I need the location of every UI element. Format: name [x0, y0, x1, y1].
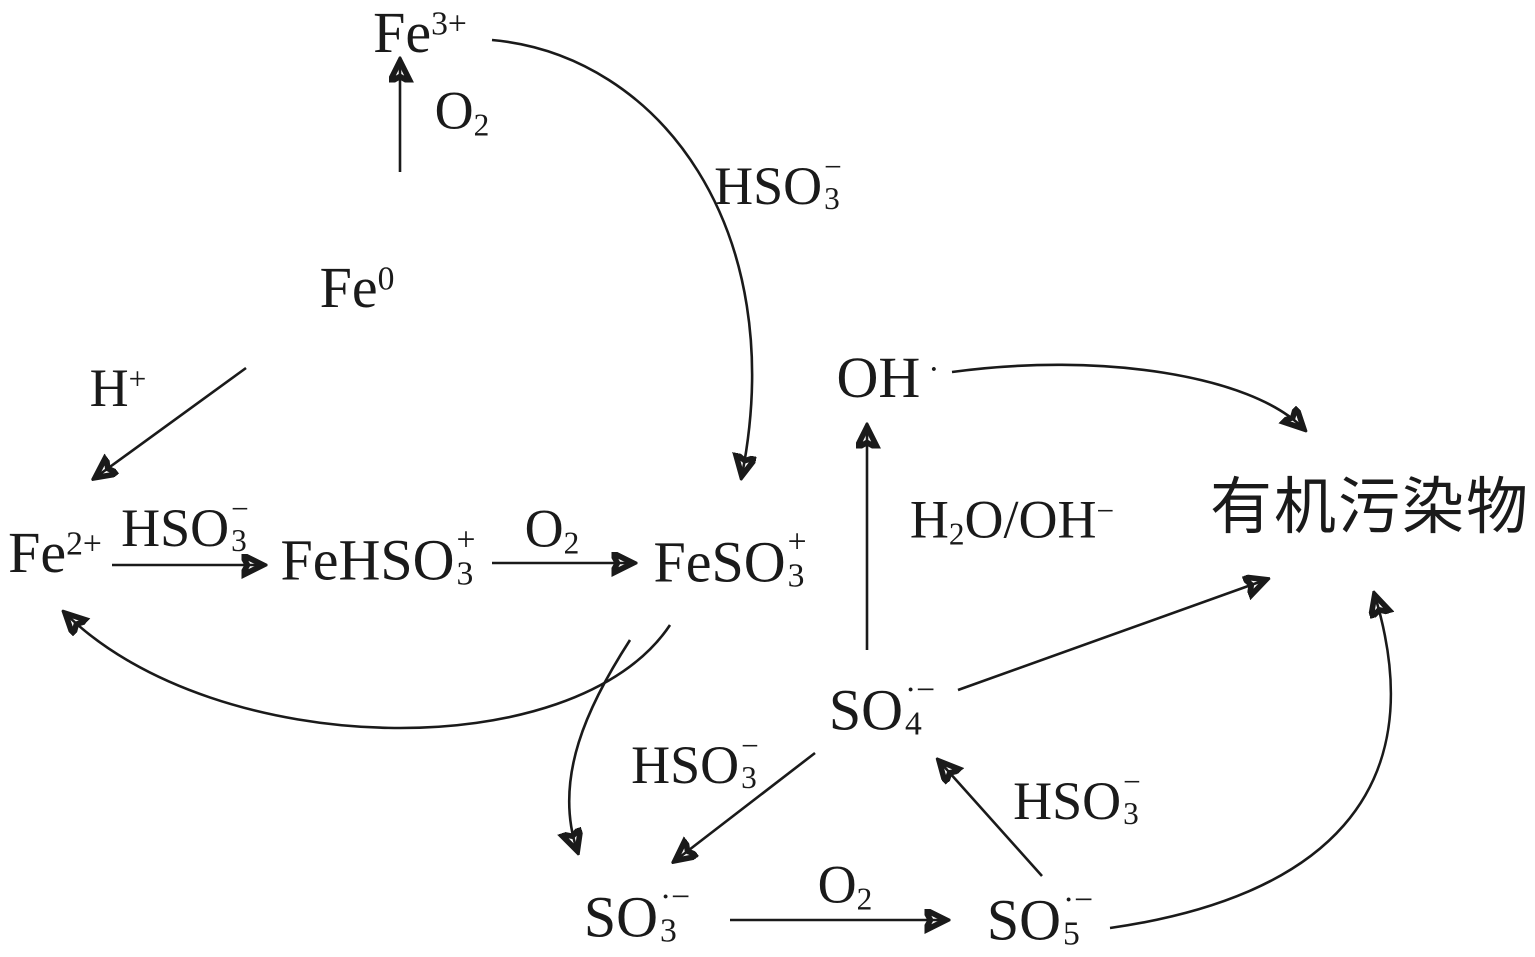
label-o2-mid: O2	[525, 501, 580, 558]
formula-substack: ·−4	[904, 671, 936, 743]
formula-base: OH	[836, 345, 921, 410]
formula-base: O	[817, 854, 857, 915]
formula-substack: −3	[1123, 766, 1141, 830]
formula-sup: +	[787, 523, 807, 561]
formula-sub: 2	[948, 516, 965, 552]
formula-sup: −	[1123, 764, 1141, 800]
formula-sup: 2+	[66, 525, 102, 563]
node-organic-pollutants: 有机污染物	[1210, 477, 1530, 539]
node-feso3plus: FeSO+3	[653, 523, 807, 595]
node-fe2plus: Fe2+	[8, 524, 102, 582]
formula-sup: ·−	[1062, 881, 1094, 919]
arrow-so5-to-pollutant	[1109, 596, 1391, 930]
formula-substack: −3	[231, 493, 249, 557]
formula-base: O/OH	[964, 489, 1097, 550]
formula-sub: 4	[904, 706, 922, 743]
formula-sup: ·−	[659, 878, 691, 916]
formula-base: HSO	[1013, 771, 1122, 832]
label-hso3-top: HSO−3	[714, 151, 842, 215]
formula-base: Fe	[373, 0, 432, 65]
arrow-fe0-to-fe2	[96, 366, 247, 477]
formula-sub: 3	[787, 558, 805, 595]
formula-base: 有机污染物	[1209, 474, 1531, 542]
formula-sup: −	[824, 149, 842, 185]
node-so5-radical: SO·−5	[986, 881, 1094, 953]
formula-sup: −	[1096, 493, 1115, 529]
formula-sup: 3+	[431, 5, 467, 43]
formula-substack: +3	[787, 523, 807, 595]
arrow-oh-to-pollutant	[951, 363, 1303, 428]
formula-sub: 3	[1123, 796, 1139, 831]
formula-base: H	[909, 489, 949, 550]
arrow-feso3-to-so3	[569, 639, 632, 850]
label-o2-bottom: O2	[818, 857, 873, 914]
arrow-feso3-to-fe2	[66, 614, 672, 730]
formula-base: HSO	[121, 498, 230, 559]
formula-base: HSO	[714, 156, 823, 217]
formula-sub: 3	[456, 556, 474, 593]
formula-base: FeHSO	[280, 527, 455, 593]
node-fehso3plus: FeHSO+3	[280, 521, 476, 593]
label-hso3-right: HSO−3	[1013, 766, 1141, 830]
node-so4-radical: SO·−4	[828, 671, 936, 743]
formula-base: O	[524, 498, 564, 559]
formula-sup: −	[741, 728, 759, 764]
formula-base: O	[434, 80, 474, 141]
formula-sub: 3	[659, 913, 677, 950]
formula-base: FeSO	[653, 529, 786, 595]
formula-sub: 3	[824, 181, 840, 216]
formula-sup: −	[231, 491, 249, 527]
node-so3-radical: SO·−3	[583, 878, 691, 950]
formula-base: H	[89, 358, 129, 418]
node-fe0: Fe0	[320, 259, 395, 317]
formula-sub: 3	[741, 760, 757, 795]
arrow-so4-to-so3	[676, 751, 816, 860]
formula-base: HSO	[631, 735, 740, 796]
node-fe3plus: Fe3+	[373, 4, 467, 62]
formula-sup: +	[456, 521, 476, 559]
label-o2-top: O2	[435, 83, 490, 140]
formula-base: SO	[583, 884, 658, 950]
formula-substack: +3	[456, 521, 476, 593]
arrow-so5-to-so4	[940, 762, 1043, 877]
label-hso3-center: HSO−3	[631, 730, 759, 794]
formula-sup: +	[128, 361, 147, 397]
formula-substack: −3	[824, 151, 842, 215]
formula-sub: 2	[473, 107, 490, 143]
formula-sup: ·	[928, 350, 940, 388]
formula-base: Fe	[319, 255, 378, 320]
formula-substack: ·−5	[1062, 881, 1094, 953]
formula-sup: ·−	[904, 671, 936, 709]
formula-substack: ·−3	[659, 878, 691, 950]
formula-base: SO	[986, 887, 1061, 953]
label-h2o-oh: H2O/OH−	[910, 492, 1114, 549]
formula-sub: 3	[231, 523, 247, 558]
formula-substack: −3	[741, 730, 759, 794]
arrow-fe3-to-feso3	[491, 38, 752, 475]
formula-sub: 2	[856, 881, 873, 917]
formula-base: Fe	[8, 520, 67, 585]
label-hso3-left: HSO−3	[121, 493, 249, 557]
node-oh-radical: OH·	[837, 349, 940, 407]
formula-sub: 2	[563, 525, 580, 561]
arrow-so4-to-pollutant	[957, 580, 1265, 692]
formula-sub: 5	[1062, 916, 1080, 953]
label-h-plus: H+	[90, 361, 147, 415]
formula-sup: 0	[377, 260, 395, 298]
formula-base: SO	[828, 677, 903, 743]
